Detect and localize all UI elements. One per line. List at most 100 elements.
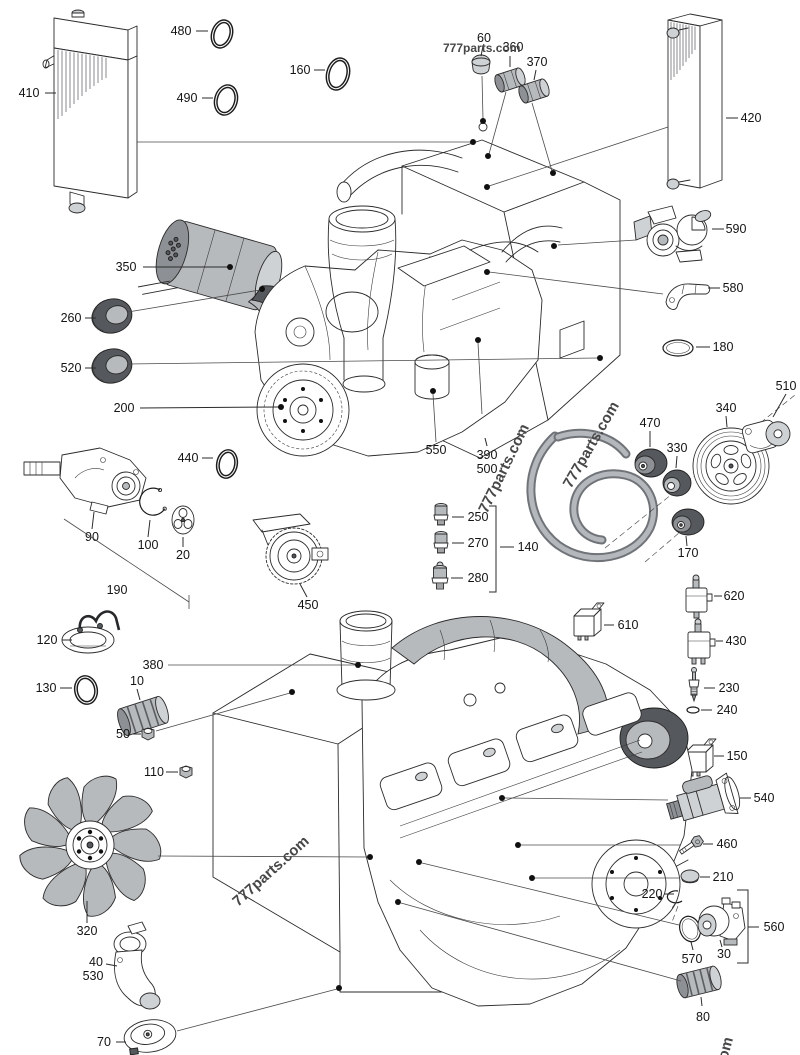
callout-420: 420	[484, 111, 761, 190]
callout-170-label: 170	[678, 546, 699, 560]
watermark-bottom-left: 777parts.com	[229, 833, 312, 910]
callout-130: 130	[36, 681, 72, 695]
bushing-370	[518, 78, 550, 104]
callout-50-label: 50	[116, 727, 130, 741]
bolt-460	[679, 835, 704, 855]
hose-80	[676, 965, 722, 999]
relay-610	[573, 602, 605, 641]
callout-580: 580	[484, 269, 743, 295]
callout-550: 550	[426, 388, 446, 457]
solenoid-valve-430	[687, 618, 716, 665]
callout-350: 350	[116, 260, 233, 274]
oring-130	[73, 675, 99, 705]
callout-500-label: 500	[477, 462, 498, 476]
callout-190: 190	[63, 518, 190, 609]
callout-520: 520	[61, 355, 603, 375]
callout-200-label: 200	[114, 401, 135, 415]
oring-440	[215, 449, 239, 479]
callout-340-label: 340	[716, 401, 737, 415]
callout-220-label: 220	[642, 887, 663, 901]
fan-320	[19, 775, 162, 917]
callout-260: 260	[61, 286, 265, 325]
callout-610: 610	[604, 618, 638, 632]
callout-240-label: 240	[717, 703, 738, 717]
callout-590-label: 590	[726, 222, 747, 236]
callout-470-label: 470	[640, 416, 661, 430]
callout-150: 150	[714, 749, 747, 763]
callout-240: 240	[701, 703, 737, 717]
solenoid-valve-620	[685, 574, 713, 619]
callout-410: 410	[19, 86, 476, 145]
callout-270: 270	[452, 536, 488, 550]
engine-mount-70	[123, 1019, 177, 1055]
watermark-bottom-right: 777parts.com	[695, 1035, 736, 1055]
radiator-410	[42, 9, 138, 214]
callout-320-label: 320	[77, 924, 98, 938]
callout-110-label: 110	[144, 765, 164, 779]
callout-360: 360	[485, 40, 523, 159]
oring-490	[213, 84, 239, 116]
callout-250: 250	[452, 510, 488, 524]
callout-510-label: 510	[776, 379, 797, 393]
callout-370: 370	[527, 55, 556, 176]
callout-340: 340	[716, 401, 737, 428]
callout-110: 110	[144, 765, 178, 779]
callout-90-label: 90	[85, 530, 99, 544]
callout-160-label: 160	[290, 63, 311, 77]
gear-pump-450	[252, 513, 329, 585]
hose-ring-260	[91, 298, 133, 334]
oring-160	[325, 57, 351, 91]
callout-610-label: 610	[618, 618, 639, 632]
water-elbow-580	[665, 283, 711, 310]
clip-220	[666, 890, 683, 909]
callout-250-label: 250	[468, 510, 489, 524]
idler-470	[634, 448, 668, 478]
idler-330	[662, 469, 692, 497]
callout-480: 480	[171, 24, 208, 38]
relay-150	[685, 738, 717, 777]
callout-620-label: 620	[724, 589, 745, 603]
callout-410-label: 410	[19, 86, 40, 100]
callout-470: 470	[640, 416, 661, 447]
callout-10: 10	[130, 674, 144, 701]
engine-assembly-lower	[212, 610, 693, 1007]
callout-150-label: 150	[727, 749, 748, 763]
callout-430-label: 430	[726, 634, 747, 648]
callout-440: 440	[178, 451, 213, 465]
hose-10	[117, 695, 169, 737]
callout-390-500: 390 500	[475, 337, 497, 476]
callout-460-label: 460	[717, 837, 738, 851]
callout-230-label: 230	[719, 681, 740, 695]
callout-590: 590	[551, 222, 746, 249]
callout-60-label: 60	[477, 31, 491, 45]
callout-520-label: 520	[61, 361, 82, 375]
callout-50: 50	[116, 689, 295, 741]
oring-480	[210, 19, 234, 49]
drive-belt	[526, 428, 659, 563]
callout-140: 140	[489, 505, 538, 593]
callout-160: 160	[290, 63, 325, 77]
callout-420-label: 420	[741, 111, 762, 125]
callout-80: 80	[395, 899, 710, 1024]
callout-380: 380	[143, 658, 361, 672]
sensor-270	[433, 531, 449, 554]
hose-ring-520	[91, 348, 133, 384]
callout-20: 20	[176, 537, 190, 562]
callout-120-label: 120	[37, 633, 58, 647]
callout-220: 220	[642, 887, 679, 923]
glow-plug-230	[688, 667, 700, 703]
callout-510: 510	[772, 379, 797, 418]
callout-570: 570	[416, 859, 702, 966]
callout-540-label: 540	[754, 791, 775, 805]
callout-530-label: 530	[83, 969, 104, 983]
callout-350-label: 350	[116, 260, 137, 274]
snap-ring-100	[139, 487, 167, 516]
callout-30-label: 30	[717, 947, 731, 961]
watermark-top: 777parts.com	[443, 41, 520, 55]
callout-210: 210	[529, 870, 733, 884]
callout-180-label: 180	[713, 340, 734, 354]
nut-50	[141, 727, 155, 741]
callout-620: 620	[714, 589, 744, 603]
callout-100-label: 100	[138, 538, 159, 552]
